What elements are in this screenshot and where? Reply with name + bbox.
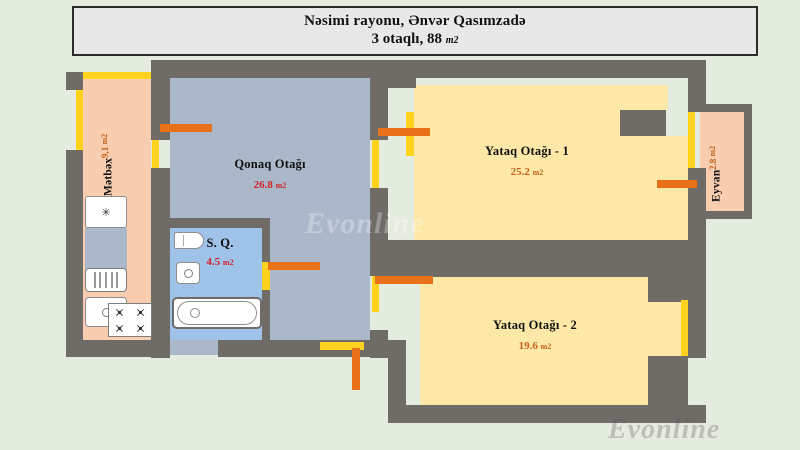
room-area-unit-balcony: m2 (708, 145, 717, 157)
stove-burner-icon (130, 304, 151, 320)
room-name-living: Qonaq Otağı (234, 157, 306, 171)
window-balcony-opening (688, 112, 695, 168)
wall-segment (370, 188, 388, 276)
room-area-bedroom1-notch-right (620, 136, 688, 240)
window-living-bottom-opening (320, 342, 364, 350)
room-label-bedroom2: Yataq Otağı - 2 19.6 m2 (455, 318, 615, 352)
plan-summary-title: 3 otaqlı, 88 m2 (372, 30, 459, 50)
plan-title-banner: Nəsimi rayonu, Ənvər Qasımzadə 3 otaqlı,… (72, 6, 758, 56)
bathtub-basin (177, 301, 257, 325)
stove-burner-icon (109, 304, 130, 320)
room-label-living: Qonaq Otağı 26.8 m2 (200, 157, 340, 191)
kitchen-stove-icon (108, 303, 152, 337)
plan-location-title: Nəsimi rayonu, Ənvər Qasımzadə (304, 13, 526, 29)
room-area-label-bedroom1: 25.2 m2 (447, 166, 607, 178)
wall-bathroom-right-lower (262, 290, 270, 340)
bathtub-drain-icon (190, 308, 200, 318)
room-area-unit-bedroom1: m2 (532, 168, 544, 177)
room-name-bedroom2: Yataq Otağı - 2 (493, 318, 577, 332)
room-label-kitchen: Mətbəx 9,1 m2 (100, 108, 117, 196)
window-bathroom-door-opening (262, 262, 270, 290)
door-bathroom (268, 262, 320, 270)
room-area-label-living: 26.8 m2 (200, 179, 340, 191)
wall-segment (620, 110, 666, 136)
stove-burner-icon (109, 320, 130, 336)
room-area-unit-bathroom: m2 (222, 258, 234, 267)
room-area-value-living: 26.8 (253, 179, 276, 191)
room-name-kitchen: Mətbəx (102, 157, 115, 196)
wall-bottom-exterior (388, 405, 706, 423)
plan-summary-text: 3 otaqlı, 88 (371, 31, 446, 47)
door-living-to-bedroom2 (375, 276, 433, 284)
wall-bathroom-top (170, 218, 270, 228)
door-balcony (657, 180, 697, 188)
window-bedroom2-right (681, 300, 688, 356)
wall-segment (151, 168, 170, 358)
door-entry (352, 348, 360, 390)
wall-segment (388, 78, 416, 88)
bathtub-icon (172, 297, 262, 329)
toilet-icon (174, 232, 204, 249)
wall-segment (370, 78, 388, 140)
bathroom-sink-icon (176, 262, 200, 284)
window-kitchen-door-opening (152, 140, 159, 168)
toilet-tank-icon (176, 235, 184, 246)
window-kitchen-top (83, 72, 151, 79)
room-area-value-bedroom2: 19.6 (518, 340, 541, 352)
plan-summary-unit: m2 (445, 35, 459, 46)
wall-bedroom-divider (388, 240, 688, 277)
room-area-unit-bedroom2: m2 (540, 342, 552, 351)
room-area-value-kitchen: 9,1 (100, 144, 110, 158)
room-area-label-kitchen: 9,1 m2 (100, 134, 110, 158)
room-label-bathroom: S. Q. 4.5 m2 (185, 236, 255, 268)
wall-top-exterior (151, 60, 706, 78)
room-area-bedroom1-main (414, 85, 620, 240)
kitchen-hood-icon: ✳ (85, 196, 127, 228)
room-area-label-balcony: 2.8 m2 (708, 146, 718, 170)
room-name-balcony: Eyvan (710, 169, 723, 202)
wall-segment (648, 356, 688, 406)
window-living-right-opening (372, 140, 379, 188)
room-area-unit-living: m2 (275, 181, 287, 190)
room-area-bedroom2-main (420, 277, 656, 407)
wall-segment (66, 72, 83, 90)
wall-balcony-bottom (694, 211, 752, 219)
wall-segment (66, 150, 83, 355)
wall-segment (688, 168, 706, 358)
wall-bathroom-right (262, 218, 270, 262)
room-area-balcony (700, 110, 746, 215)
room-area-value-bedroom1: 25.2 (510, 166, 533, 178)
door-kitchen (160, 124, 212, 132)
room-label-balcony: Eyvan 2.8 m2 (708, 130, 725, 203)
room-name-bathroom: S. Q. (206, 236, 234, 250)
room-label-bedroom1: Yataq Otağı - 1 25.2 m2 (447, 144, 607, 178)
window-kitchen-left (76, 90, 83, 150)
room-area-label-bathroom: 4.5 m2 (185, 256, 255, 268)
kitchen-radiator-icon (85, 268, 127, 292)
room-area-bedroom1-notch-top (620, 85, 668, 110)
wall-balcony-top (694, 104, 752, 112)
stove-burner-icon (130, 320, 151, 336)
window-living-lower-opening (372, 276, 379, 312)
wall-segment (388, 340, 406, 423)
room-area-unit-kitchen: m2 (100, 133, 109, 145)
room-name-bedroom1: Yataq Otağı - 1 (485, 144, 569, 158)
wall-balcony-right (744, 104, 752, 219)
door-living-to-bedroom1 (378, 128, 430, 136)
room-area-label-bedroom2: 19.6 m2 (455, 340, 615, 352)
wall-segment (151, 90, 170, 140)
wall-bottom-left (66, 340, 152, 357)
wall-segment (688, 60, 706, 112)
wall-segment (648, 240, 688, 302)
room-area-value-bathroom: 4.5 (206, 256, 223, 268)
room-area-value-balcony: 2.8 (708, 156, 718, 170)
